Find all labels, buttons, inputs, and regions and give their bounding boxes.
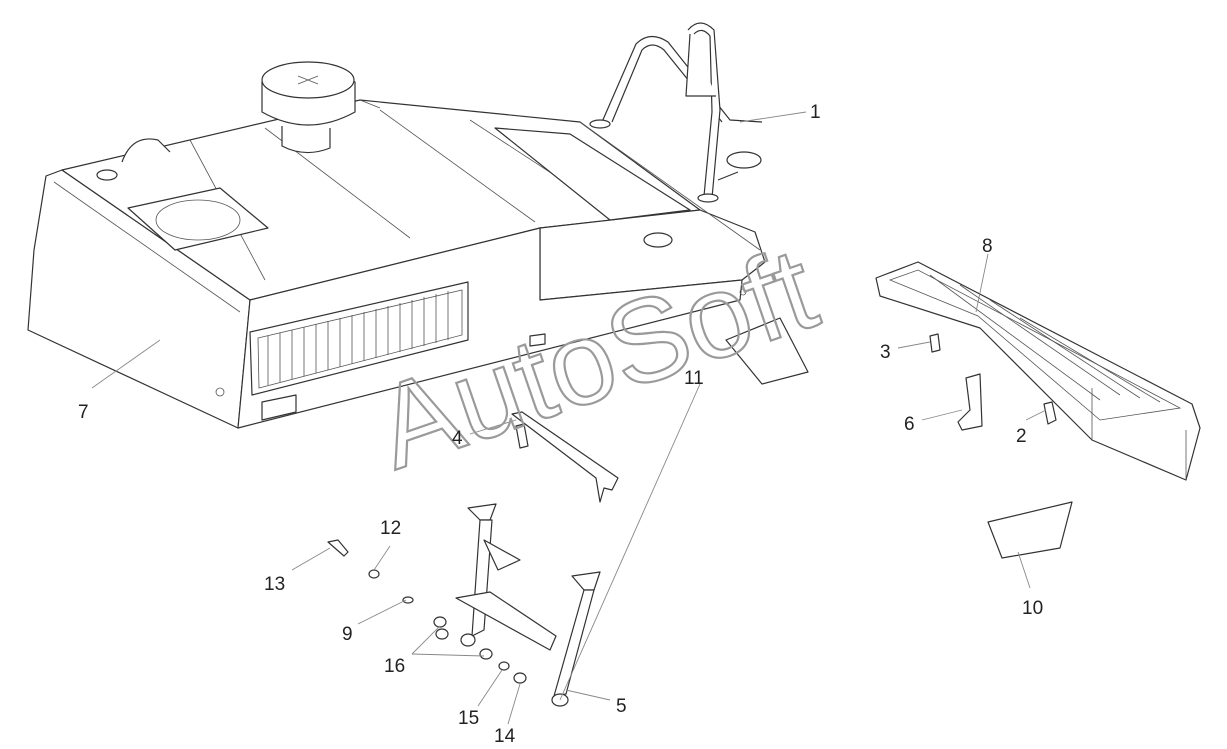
callout-6: 6 bbox=[904, 414, 915, 435]
callout-4: 4 bbox=[452, 428, 463, 449]
callout-2: 2 bbox=[1016, 426, 1027, 447]
part-6-bracket bbox=[957, 373, 983, 431]
part-10-plate bbox=[987, 501, 1073, 559]
part-9-washer bbox=[402, 596, 414, 604]
callout-12: 12 bbox=[380, 518, 401, 539]
callout-15: 15 bbox=[458, 708, 479, 729]
callout-10: 10 bbox=[1022, 598, 1043, 619]
part-15-washer bbox=[498, 661, 510, 671]
callout-5: 5 bbox=[616, 696, 627, 717]
part-11-plate bbox=[725, 317, 809, 385]
callout-13: 13 bbox=[264, 574, 285, 595]
callout-8: 8 bbox=[982, 236, 993, 257]
part-13-bolt bbox=[327, 539, 349, 557]
part-5-support-frame bbox=[455, 503, 601, 707]
part-4-support-arm bbox=[511, 411, 619, 503]
part-12-nut bbox=[368, 569, 380, 579]
callout-3: 3 bbox=[880, 342, 891, 363]
part-1-tube-frame bbox=[589, 22, 763, 203]
callout-11: 11 bbox=[684, 368, 704, 389]
part-3-bracket bbox=[929, 333, 941, 353]
part-14-nut bbox=[513, 672, 527, 684]
callout-1: 1 bbox=[810, 102, 821, 123]
callout-14: 14 bbox=[494, 726, 516, 747]
callout-labels: 1 2 3 4 5 6 7 8 9 10 11 12 13 14 15 16 bbox=[78, 102, 1043, 747]
leader-lines bbox=[91, 111, 1047, 725]
callout-7: 7 bbox=[78, 402, 89, 423]
part-16-nut bbox=[433, 616, 493, 660]
callout-16: 16 bbox=[384, 656, 405, 677]
part-2-bracket bbox=[1043, 401, 1057, 425]
callout-9: 9 bbox=[342, 624, 353, 645]
part-8-side-cover bbox=[875, 261, 1201, 481]
part-7-engine-hood bbox=[27, 61, 766, 429]
